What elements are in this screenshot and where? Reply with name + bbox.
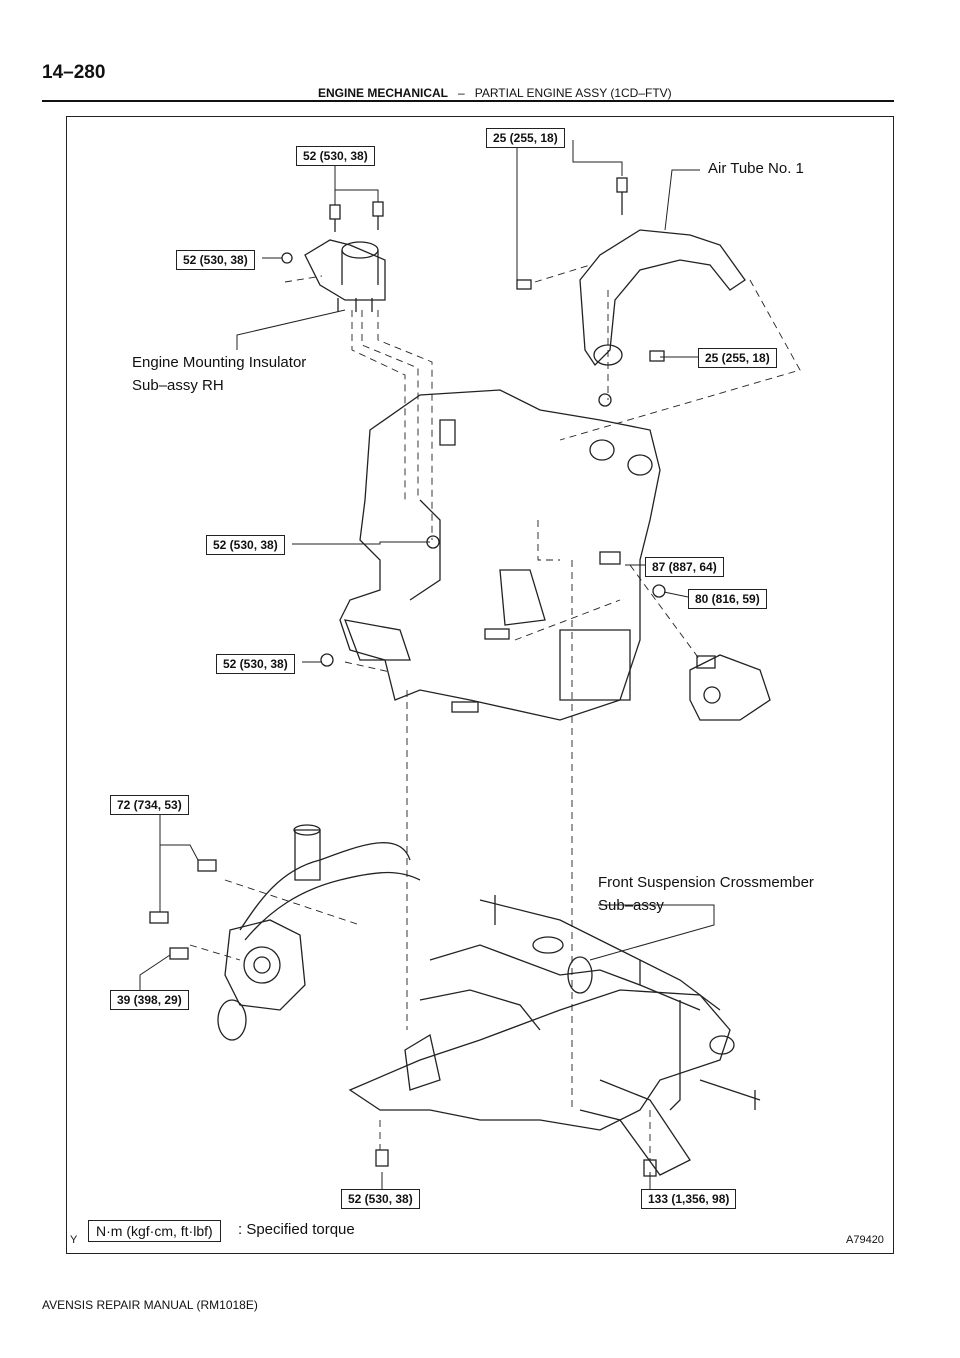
- torque-unit-box: N·m (kgf·cm, ft·lbf): [88, 1220, 221, 1242]
- crossmember-part: [348, 895, 761, 1177]
- torque-label-crossmember-right: 133 (1,356, 98): [641, 1189, 737, 1209]
- air-tube-part: [516, 177, 746, 407]
- corner-mark: Y: [70, 1234, 78, 1246]
- label-engine-mount-line1: Engine Mounting Insulator: [132, 354, 307, 371]
- torque-label-air-tube-upper: 25 (255, 18): [486, 128, 565, 148]
- alignment-lines: [189, 264, 801, 1160]
- label-crossmember-line2: Sub–assy: [598, 897, 664, 914]
- torque-label-engine-nut-upper: 52 (530, 38): [206, 535, 285, 555]
- engine-block-part: [320, 389, 666, 721]
- header-rule: [42, 100, 894, 102]
- torque-label-trans-nut: 80 (816, 59): [688, 589, 767, 609]
- section-separator: –: [458, 86, 465, 100]
- engine-mount-rh-part: [281, 201, 386, 312]
- section-heading: ENGINE MECHANICAL – PARTIAL ENGINE ASSY …: [318, 86, 672, 100]
- label-crossmember-line1: Front Suspension Crossmember: [598, 874, 814, 891]
- transmission-mount-part: [689, 654, 771, 721]
- section-title: PARTIAL ENGINE ASSY (1CD–FTV): [474, 86, 672, 100]
- torque-label-mount-nut: 52 (530, 38): [176, 250, 255, 270]
- figure-code: A79420: [846, 1234, 884, 1246]
- steering-pump-part: [149, 824, 421, 1041]
- torque-unit-description: : Specified torque: [238, 1221, 355, 1238]
- leader-lines: [139, 140, 715, 1196]
- manual-footer: AVENSIS REPAIR MANUAL (RM1018E): [42, 1298, 258, 1312]
- torque-label-trans-bolt: 87 (887, 64): [645, 557, 724, 577]
- torque-label-pump-upper: 72 (734, 53): [110, 795, 189, 815]
- section-name: ENGINE MECHANICAL: [318, 86, 449, 100]
- page-number: 14–280: [42, 62, 106, 83]
- label-engine-mount-line2: Sub–assy RH: [132, 377, 224, 394]
- figure-frame: [66, 116, 894, 1254]
- torque-label-pump-lower: 39 (398, 29): [110, 990, 189, 1010]
- torque-label-engine-nut-lower: 52 (530, 38): [216, 654, 295, 674]
- torque-label-crossmember-left: 52 (530, 38): [341, 1189, 420, 1209]
- label-air-tube: Air Tube No. 1: [708, 160, 804, 177]
- torque-label-air-tube-lower: 25 (255, 18): [698, 348, 777, 368]
- torque-label-mount-bolts: 52 (530, 38): [296, 146, 375, 166]
